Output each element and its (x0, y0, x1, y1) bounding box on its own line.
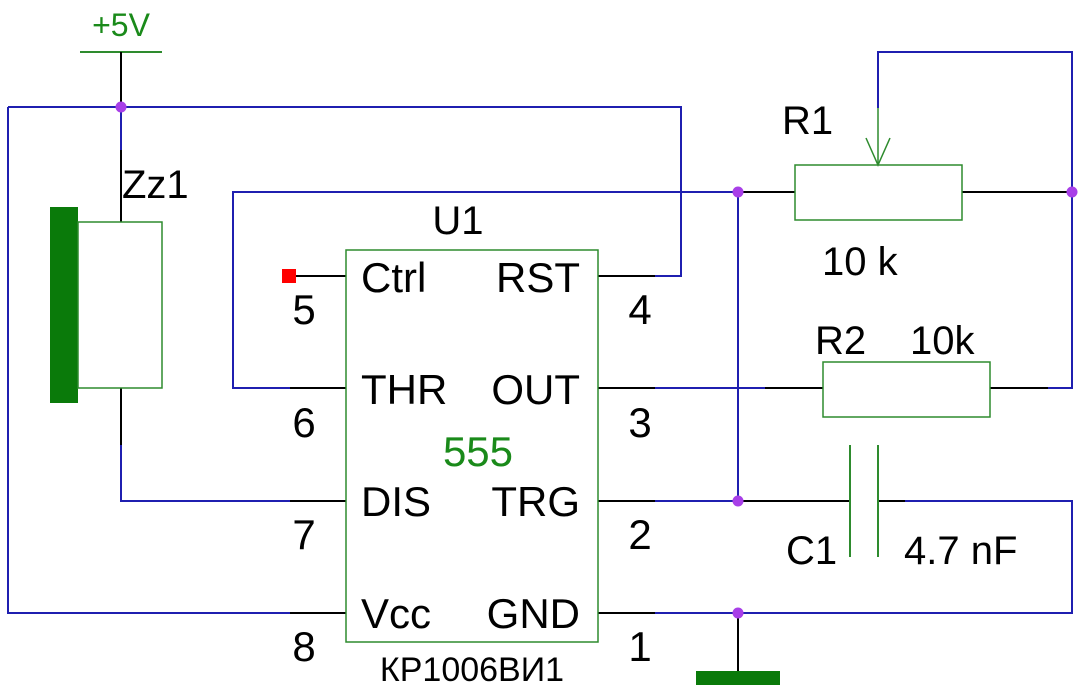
r2-body (822, 361, 991, 418)
r1-body (794, 164, 963, 221)
pin-name-thr: THR (361, 366, 447, 413)
junction-r1-right (1066, 186, 1078, 198)
ic-u1: U1 555 КР1006ВИ1 Ctrl RST THR OUT DIS TR… (282, 199, 652, 689)
r1-wiper-arrow (865, 137, 891, 167)
pin-number-7: 7 (292, 511, 315, 558)
leads (120, 150, 1072, 673)
wires (7, 51, 1073, 614)
r2-value: 10k (910, 319, 975, 363)
capacitor-c1: C1 4.7 nF (786, 445, 1017, 573)
pin-number-8: 8 (292, 623, 315, 670)
pin-name-gnd: GND (487, 590, 580, 637)
junctions (115, 101, 1078, 619)
buzzer-zz1: Zz1 (50, 163, 189, 403)
pin-number-5: 5 (292, 286, 315, 333)
junction-gnd (732, 607, 744, 619)
c1-value: 4.7 nF (904, 529, 1017, 573)
pin-name-rst: RST (496, 254, 580, 301)
c1-ref: C1 (786, 529, 837, 573)
wire-feedback-loop (877, 51, 1073, 389)
r1-value: 10 k (822, 240, 899, 284)
ground-symbol (696, 671, 780, 685)
wire-vcc-pin8 (7, 107, 290, 614)
junction-vcc (115, 101, 127, 113)
buzzer-ref: Zz1 (122, 163, 189, 207)
pin-number-4: 4 (628, 286, 651, 333)
power-label: +5V (92, 7, 150, 43)
junction-thr-r1 (732, 186, 744, 198)
pin-name-dis: DIS (361, 478, 431, 525)
potentiometer-r1: R1 10 k (782, 99, 963, 284)
ic-body (345, 249, 599, 643)
buzzer-body (77, 221, 163, 389)
ic-type-label: 555 (443, 428, 513, 475)
wire-cap-gnd (598, 500, 1073, 614)
pin-number-2: 2 (628, 511, 651, 558)
wire-thr (232, 191, 738, 389)
pin-number-3: 3 (628, 399, 651, 446)
r2-ref: R2 (815, 319, 866, 363)
nc-marker (282, 269, 296, 283)
pin-name-ctrl: Ctrl (361, 254, 426, 301)
pin-name-vcc: Vcc (361, 590, 431, 637)
ic-part-number: КР1006ВИ1 (380, 651, 564, 689)
pin-name-out: OUT (491, 366, 580, 413)
pin-name-trg: TRG (491, 478, 580, 525)
r1-ref: R1 (782, 99, 833, 143)
pin-number-6: 6 (292, 399, 315, 446)
ic-ref: U1 (432, 199, 483, 243)
power-symbol: +5V (80, 7, 162, 107)
wire-buzzer-dis (120, 445, 290, 502)
pin-number-1: 1 (628, 623, 651, 670)
buzzer-plate (50, 207, 78, 403)
resistor-r2: R2 10k (815, 319, 991, 418)
junction-trg-c1 (732, 495, 744, 507)
